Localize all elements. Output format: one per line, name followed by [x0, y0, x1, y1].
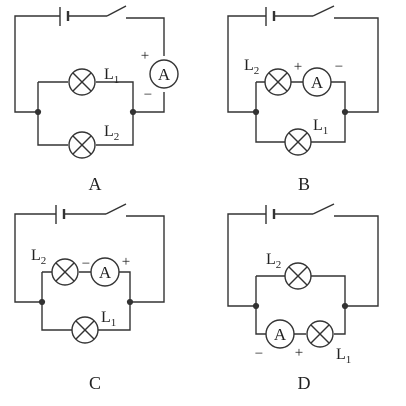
lamp-label-l: L2 [104, 123, 119, 143]
lamp-letter: L [244, 57, 254, 74]
junction-dot [38, 298, 46, 306]
switch-blade [105, 203, 127, 215]
plus-sign: + [122, 254, 130, 270]
lamp-label-l: L1 [313, 117, 328, 137]
ammeter-symbol [90, 257, 120, 287]
lamp-letter: L [104, 123, 114, 140]
plus-sign: + [295, 345, 303, 361]
panel-caption: C [89, 373, 101, 393]
junction-dot [34, 108, 42, 116]
lamp-subscript: 1 [346, 354, 352, 366]
lamp-label-l: L1 [336, 346, 351, 366]
switch-blade [312, 203, 335, 215]
switch-blade [106, 5, 127, 17]
minus-sign: − [255, 346, 263, 362]
junction-dot [129, 108, 137, 116]
lamp-subscript: 2 [114, 131, 120, 143]
circuit-b: A + − L2 L1 B [227, 5, 379, 194]
wire [14, 15, 165, 113]
lamp-symbol [284, 128, 312, 156]
panel-caption: A [89, 174, 102, 194]
lamp-label-l: L1 [101, 309, 116, 329]
lamp-letter: L [336, 346, 346, 363]
lamp-letter: L [31, 247, 41, 264]
ammeter-label: A [274, 325, 287, 344]
switch-blade [312, 5, 335, 17]
junction-dot [341, 302, 349, 310]
lamp-subscript: 2 [276, 259, 282, 271]
wire [227, 15, 379, 113]
lamp-symbol [306, 320, 334, 348]
minus-sign: − [335, 59, 343, 75]
lamp-letter: L [313, 117, 323, 134]
wire [14, 213, 165, 303]
panel-caption: D [298, 373, 311, 393]
lamp-subscript: 1 [323, 125, 329, 137]
lamp-subscript: 2 [254, 65, 260, 77]
lamp-letter: L [101, 309, 111, 326]
junction-dot [126, 298, 134, 306]
plus-sign: + [294, 59, 302, 75]
circuit-c: A − + L2 L1 C [14, 203, 165, 393]
ammeter-symbol [265, 319, 295, 349]
panel-caption: B [298, 174, 310, 194]
lamp-symbol [68, 68, 96, 96]
minus-sign: − [82, 256, 90, 272]
lamp-subscript: 2 [41, 255, 47, 267]
lamp-label-l: L2 [244, 57, 259, 77]
minus-sign: − [144, 87, 152, 103]
junction-dot [252, 108, 260, 116]
lamp-symbol [264, 68, 292, 96]
ammeter-label: A [158, 65, 171, 84]
plus-sign: + [141, 48, 149, 64]
ammeter-label: A [99, 263, 112, 282]
junction-dot [252, 302, 260, 310]
lamp-symbol [284, 262, 312, 290]
lamp-subscript: 1 [114, 74, 120, 86]
lamp-label-l: L1 [104, 66, 119, 86]
lamp-symbol [68, 131, 96, 159]
lamp-label-l: L2 [31, 247, 46, 267]
wire [227, 213, 379, 307]
circuit-a: A + − L1 L2 A [14, 5, 179, 194]
lamp-symbol [51, 258, 79, 286]
ammeter-symbol [149, 59, 179, 89]
lamp-letter: L [104, 66, 114, 83]
lamp-symbol [71, 316, 99, 344]
ammeter-symbol [302, 67, 332, 97]
ammeter-label: A [311, 73, 324, 92]
wire [255, 275, 346, 335]
junction-dot [341, 108, 349, 116]
lamp-label-l: L2 [266, 251, 281, 271]
circuit-d: A − + L2 L1 D [227, 203, 379, 393]
lamp-subscript: 1 [111, 317, 117, 329]
lamp-letter: L [266, 251, 276, 268]
